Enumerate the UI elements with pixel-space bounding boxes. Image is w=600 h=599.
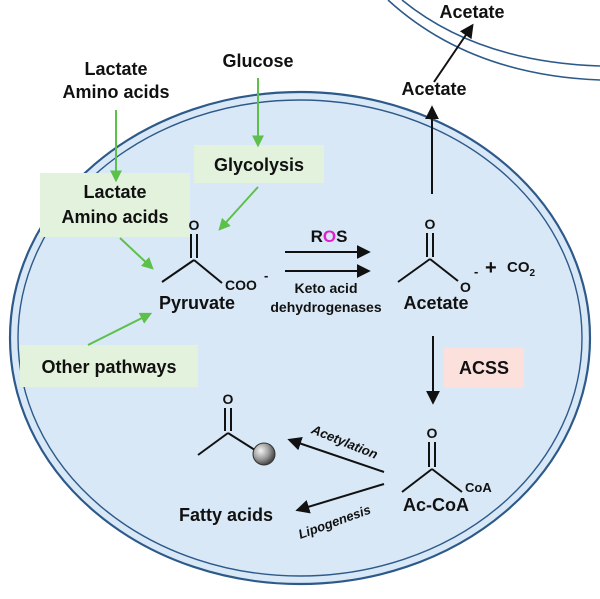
outer-membrane-arc-2 <box>401 0 600 67</box>
pyruvate-charge: - <box>264 268 268 283</box>
dehydrogenases-label: dehydrogenases <box>270 299 381 315</box>
keto-acid-label: Keto acid <box>294 280 357 296</box>
acetate-outside-label: Acetate <box>439 2 504 22</box>
fatty-acids-label: Fatty acids <box>179 505 273 525</box>
pyruvate-structure <box>161 234 223 284</box>
ros-label: ROS <box>311 227 348 246</box>
plus-sign: + <box>485 257 497 279</box>
lactate-box-label-2: Amino acids <box>61 207 168 227</box>
pyruvate-oxygen: O <box>189 217 200 233</box>
lactate-box-label-1: Lactate <box>83 182 146 202</box>
green-arrow-other-pyruvate <box>87 312 153 346</box>
acetate-structure <box>397 233 459 283</box>
other-pathways-box <box>20 345 198 387</box>
glucose-label: Glucose <box>222 51 293 71</box>
arrow-acetate-out <box>433 23 474 83</box>
co2-label: CO2 <box>507 259 536 279</box>
amino-acids-outside-label: Amino acids <box>62 82 169 102</box>
acetylated-structure <box>197 408 259 456</box>
acetate-membrane-label: Acetate <box>401 79 466 99</box>
outer-membrane-arc-1 <box>387 0 600 81</box>
pyruvate-coo: COO <box>225 277 257 293</box>
arrow-acetylation <box>287 436 385 473</box>
ac-coa-oxygen: O <box>427 425 438 441</box>
acetate-oxygen-top: O <box>425 216 436 232</box>
green-arrow-lactate-pyruvate <box>119 237 154 270</box>
acetylated-oxygen: O <box>223 391 234 407</box>
green-arrow-glycolysis-pyruvate <box>218 186 259 231</box>
acetate-oxygen-anion: O <box>460 279 471 295</box>
ros-s: S <box>336 227 347 246</box>
acetate-charge: - <box>474 264 478 279</box>
lactate-outside-label: Lactate <box>84 59 147 79</box>
co2-subscript: 2 <box>530 268 536 279</box>
other-pathways-label: Other pathways <box>41 357 176 377</box>
acss-box <box>444 348 524 388</box>
pyruvate-label: Pyruvate <box>159 293 235 313</box>
ros-r: R <box>311 227 323 246</box>
cell-membrane-inner <box>17 99 583 577</box>
ac-coa-structure <box>401 442 463 493</box>
arrow-lipogenesis <box>295 483 385 514</box>
coa-label: CoA <box>465 480 492 495</box>
glycolysis-box <box>194 145 324 183</box>
acss-label: ACSS <box>459 358 509 378</box>
ac-coa-label: Ac-CoA <box>403 495 469 515</box>
protein-sphere <box>252 442 276 466</box>
lactate-amino-box <box>40 173 190 237</box>
glycolysis-label: Glycolysis <box>214 155 304 175</box>
acetate-label: Acetate <box>403 293 468 313</box>
ros-o: O <box>323 227 336 246</box>
